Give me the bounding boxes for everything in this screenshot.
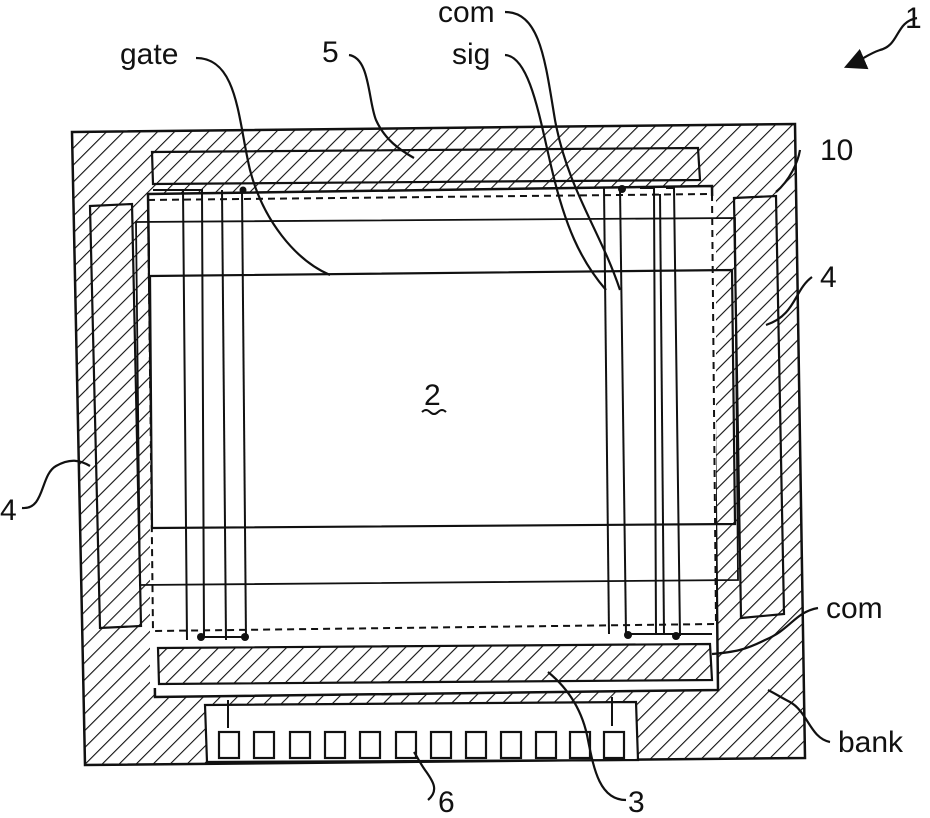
label-com-bottom: com [826,592,883,625]
strip-3 [158,644,712,684]
label-10: 10 [820,134,853,167]
strip-5 [152,148,700,184]
label-gate: gate [120,38,178,71]
label-6: 6 [438,786,455,818]
strip-4-left [90,204,141,628]
label-sig: sig [452,38,490,71]
connector-6 [205,697,638,762]
display-area-background [150,196,716,688]
label-device: 1 [905,2,922,35]
label-5: 5 [322,36,339,69]
label-4-left: 4 [0,494,17,527]
strip-4-right [734,196,784,618]
label-3: 3 [628,786,645,818]
label-region-2: 2 [424,379,441,412]
label-bank: bank [838,726,904,759]
label-4-right: 4 [820,261,837,294]
label-com-top: com [438,0,495,29]
